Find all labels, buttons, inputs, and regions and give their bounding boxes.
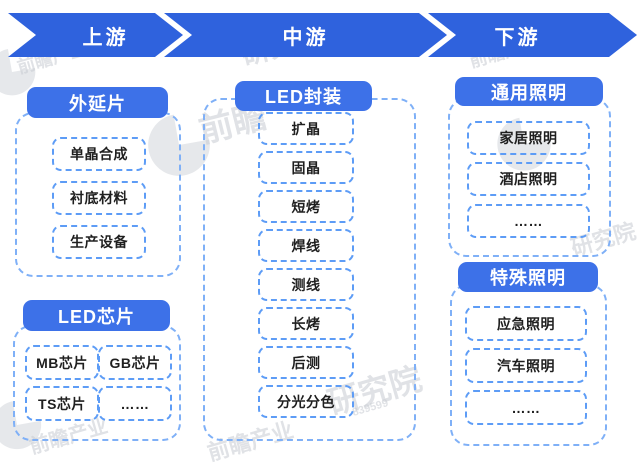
item-long-bake: 长烤: [258, 307, 354, 340]
item-special-lighting-ellipsis: ……: [465, 390, 587, 425]
item-wire-bonding: 焊线: [258, 229, 354, 262]
group-header-general-lighting: 通用照明: [455, 77, 603, 106]
item-mb-chip: MB芯片: [25, 345, 99, 380]
stage-arrow-midstream: 中游: [164, 13, 447, 57]
group-container-led-chip: [13, 325, 181, 441]
stage-label-downstream: 下游: [494, 26, 541, 49]
item-gb-chip: GB芯片: [98, 345, 172, 380]
group-header-led-packaging: LED封装: [235, 81, 372, 111]
item-substrate-material: 衬底材料: [52, 181, 146, 215]
item-general-lighting-ellipsis: ……: [467, 204, 590, 238]
item-short-bake: 短烤: [258, 190, 354, 223]
stage-label-midstream: 中游: [282, 26, 329, 49]
item-production-equipment: 生产设备: [52, 225, 146, 259]
item-post-testing: 后测: [258, 346, 354, 379]
stage-arrow-upstream: 上游: [8, 13, 183, 57]
stage-arrow-downstream: 下游: [428, 13, 637, 57]
item-ts-chip: TS芯片: [25, 386, 99, 421]
item-hotel-lighting: 酒店照明: [467, 162, 590, 196]
item-automotive-lighting: 汽车照明: [465, 348, 587, 383]
item-emergency-lighting: 应急照明: [465, 306, 587, 341]
item-sorting-binning: 分光分色: [258, 385, 354, 418]
item-home-lighting: 家居照明: [467, 121, 590, 155]
stage-label-upstream: 上游: [82, 26, 129, 49]
item-wire-testing: 测线: [258, 268, 354, 301]
item-die-bonding: 固晶: [258, 151, 354, 184]
group-header-epitaxial-wafer: 外延片: [27, 87, 168, 118]
group-header-led-chip: LED芯片: [23, 300, 170, 331]
item-die-expansion: 扩晶: [258, 112, 354, 145]
group-header-special-lighting: 特殊照明: [458, 262, 598, 292]
item-single-crystal-synthesis: 单晶合成: [52, 137, 146, 171]
item-chip-ellipsis: ……: [98, 386, 172, 421]
